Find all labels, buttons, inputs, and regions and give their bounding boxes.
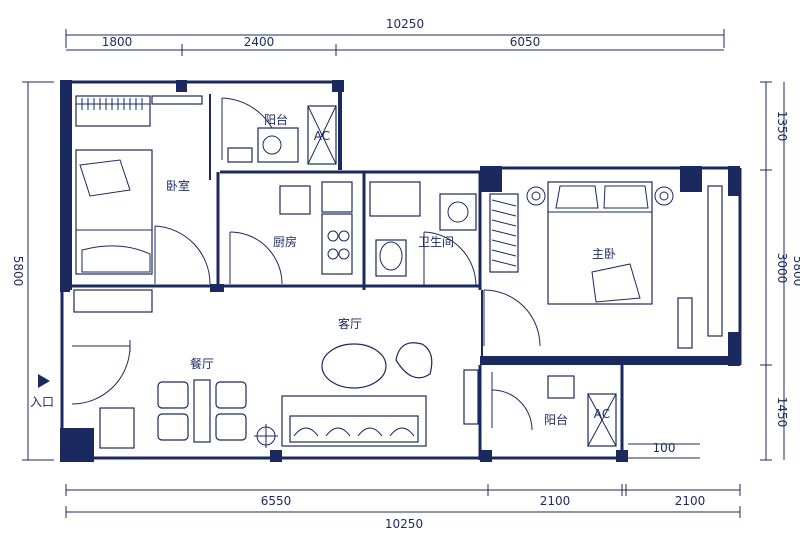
left-dimensions: 5800 [11, 81, 54, 461]
bottom-dimension-3: 2100 [675, 494, 706, 508]
right-dimension-2: 3000 [775, 253, 789, 284]
dining-room-label: 餐厅 [190, 356, 214, 371]
bedroom-label: 卧室 [166, 178, 190, 193]
bottom-dimension-1: 6550 [261, 494, 292, 508]
walls [60, 80, 742, 462]
balcony-top-label: 阳台 [264, 112, 288, 127]
top-dimension-3: 6050 [510, 35, 541, 49]
master-bedroom-label: 主卧 [592, 247, 616, 261]
top-dimensions: 10250 1800 2400 6050 [65, 17, 725, 56]
entrance: 入口 [30, 374, 54, 409]
dining-table [193, 379, 211, 443]
top-total-dimension: 10250 [386, 17, 424, 31]
furniture [73, 95, 723, 459]
entrance-arrow-icon [38, 374, 50, 388]
room-labels: 卧室 阳台 AC 厨房 卫生间 主卧 客厅 餐厅 阳台 AC 100 [166, 112, 675, 455]
entrance-label: 入口 [30, 395, 54, 409]
washing-machine [257, 127, 299, 163]
bottom-dimensions: 6550 2100 2100 10250 [65, 484, 741, 531]
coffee-table [321, 343, 387, 389]
small-dimension-100: 100 [653, 441, 676, 455]
living-room-label: 客厅 [338, 316, 362, 331]
right-total-dimension: 5800 [791, 256, 800, 287]
left-total-dimension: 5800 [11, 256, 25, 287]
bedroom-bed [75, 149, 153, 275]
top-dimension-2: 2400 [244, 35, 275, 49]
bottom-dimension-2: 2100 [540, 494, 571, 508]
top-dimension-1: 1800 [102, 35, 133, 49]
armchair [395, 342, 433, 379]
bathroom-label: 卫生间 [418, 235, 454, 249]
right-dimension-3: 1450 [775, 397, 789, 428]
right-dimension-1: 1350 [775, 111, 789, 142]
master-bed [547, 181, 653, 305]
right-dimensions: 1350 3000 1450 5800 [760, 81, 800, 461]
ac-top-label: AC [314, 129, 330, 143]
balcony-bottom-label: 阳台 [544, 412, 568, 427]
kitchen-label: 厨房 [273, 234, 297, 249]
bottom-total-dimension: 10250 [385, 517, 423, 531]
doors [71, 97, 541, 431]
ac-bottom-label: AC [594, 407, 610, 421]
